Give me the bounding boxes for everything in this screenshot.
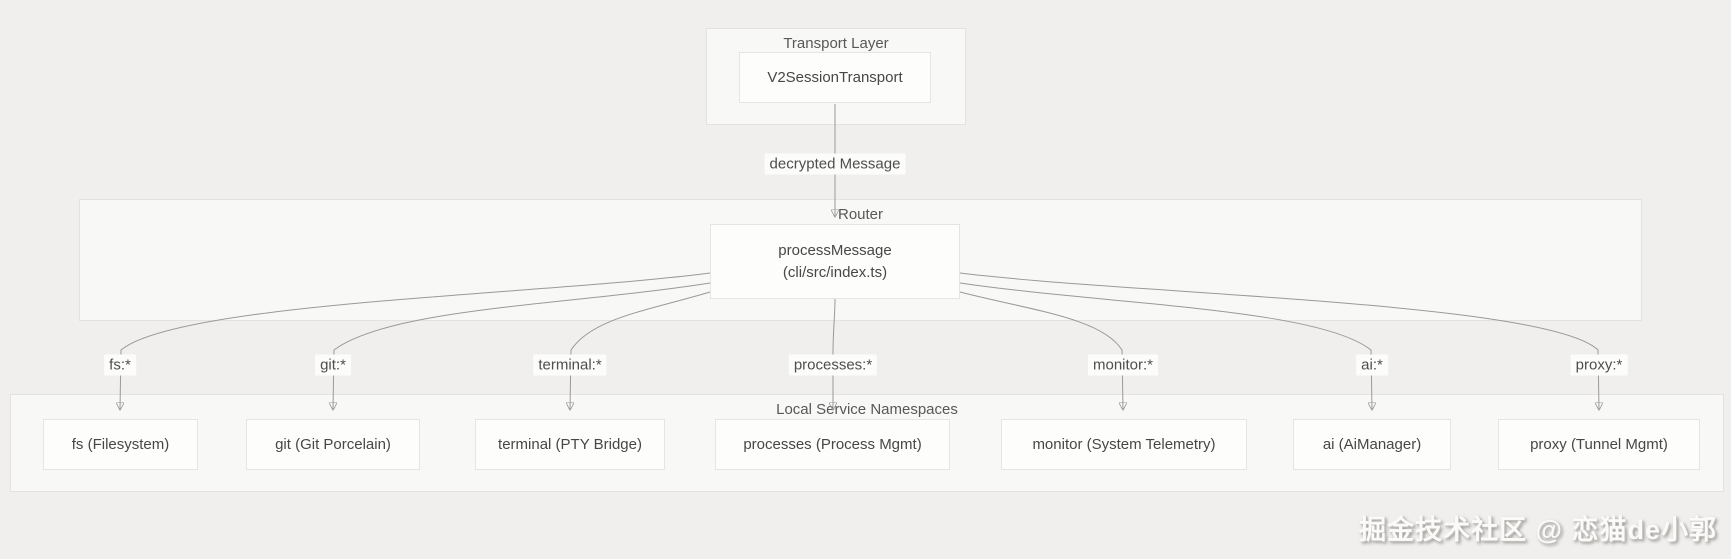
transport-layer-title: Transport Layer [783, 35, 889, 52]
node-processes: processes (Process Mgmt) [715, 419, 950, 470]
node-processes-label: processes (Process Mgmt) [743, 435, 922, 453]
node-fs-label: fs (Filesystem) [71, 435, 170, 453]
node-ai-label: ai (AiManager) [1322, 435, 1422, 453]
router-group: Router [79, 199, 1642, 321]
watermark-text: 掘金技术社区 @ 恋猫de小郭 [1359, 515, 1717, 545]
node-git: git (Git Porcelain) [246, 419, 420, 470]
node-processmessage-line1: processMessage [778, 241, 892, 259]
node-v2sessiontransport-label: V2SessionTransport [767, 68, 903, 86]
node-ai: ai (AiManager) [1293, 419, 1451, 470]
edge-label-processes: processes:* [788, 354, 878, 376]
edge-router-to-terminal [570, 291, 711, 409]
edge-label-decrypted-message: decrypted Message [764, 153, 906, 175]
node-processmessage-line2: (cli/src/index.ts) [782, 263, 888, 281]
node-proxy-label: proxy (Tunnel Mgmt) [1530, 435, 1668, 453]
node-monitor-label: monitor (System Telemetry) [1032, 435, 1216, 453]
node-v2sessiontransport: V2SessionTransport [739, 52, 931, 103]
node-git-label: git (Git Porcelain) [275, 435, 391, 453]
edge-label-monitor: monitor:* [1087, 354, 1159, 376]
node-monitor: monitor (System Telemetry) [1001, 419, 1247, 470]
node-fs: fs (Filesystem) [43, 419, 198, 470]
edge-router-to-processes [833, 298, 835, 409]
edge-label-terminal: terminal:* [533, 354, 607, 376]
edge-label-proxy: proxy:* [1570, 354, 1628, 376]
node-proxy: proxy (Tunnel Mgmt) [1498, 419, 1700, 470]
edge-router-to-ai [959, 282, 1372, 409]
router-title: Router [837, 206, 884, 223]
edge-router-to-fs [120, 272, 711, 409]
edge-router-to-git [333, 282, 711, 409]
edge-label-ai: ai:* [1356, 354, 1388, 376]
node-terminal: terminal (PTY Bridge) [475, 419, 665, 470]
node-terminal-label: terminal (PTY Bridge) [498, 435, 642, 453]
edge-router-to-monitor [959, 291, 1123, 409]
edge-label-git: git:* [315, 354, 351, 376]
edge-label-fs: fs:* [104, 354, 136, 376]
node-processmessage: processMessage (cli/src/index.ts) [710, 224, 960, 299]
edge-router-to-proxy [959, 272, 1599, 409]
local-service-namespaces-title: Local Service Namespaces [776, 401, 958, 418]
